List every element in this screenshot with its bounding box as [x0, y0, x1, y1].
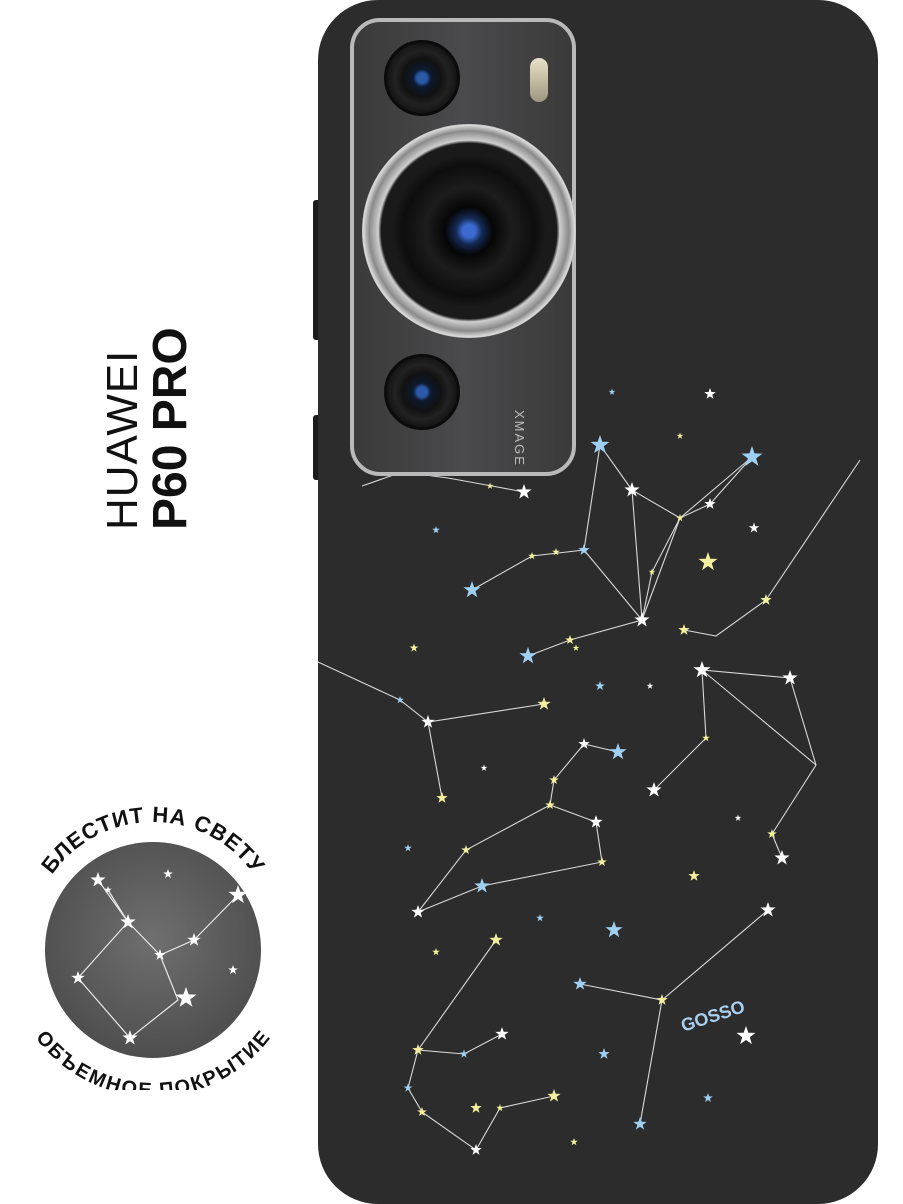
stars	[396, 388, 798, 1155]
yellow-stars	[409, 432, 777, 1146]
badge-graphic: БЛЕСТИТ НА СВЕТУ ОБЪЕМНОЕ ПОКРЫТИЕ	[31, 802, 274, 1102]
white-stars	[411, 388, 798, 1155]
camera-brand-text: XMAGE	[512, 410, 527, 467]
volume-button	[313, 200, 321, 340]
constellation-lines	[317, 443, 861, 1151]
glitter-circle	[45, 842, 261, 1058]
power-button	[313, 415, 321, 480]
feature-badge: БЛЕСТИТ НА СВЕТУ ОБЪЕМНОЕ ПОКРЫТИЕ	[8, 800, 298, 1102]
camera-lens-icon	[384, 354, 460, 430]
badge-constellation	[77, 879, 239, 1039]
camera-lens-icon	[392, 154, 546, 308]
camera-lens-icon	[384, 40, 460, 116]
flash-icon	[530, 58, 548, 102]
